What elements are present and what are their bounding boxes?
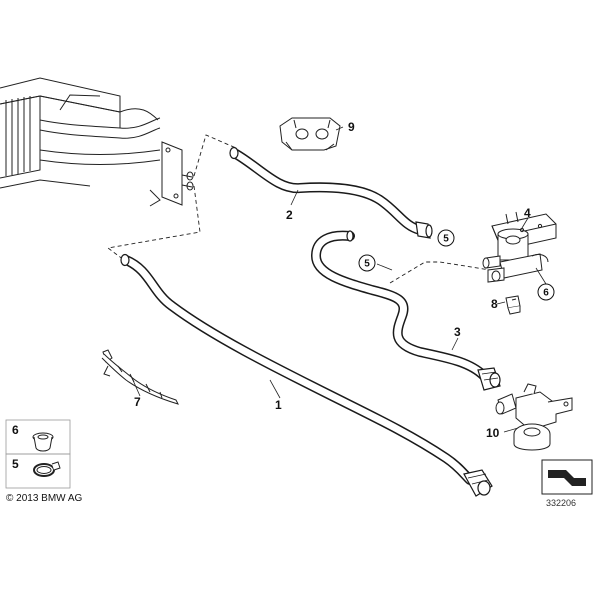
leader-5b <box>376 263 393 271</box>
callout-8: 8 <box>491 297 498 311</box>
direction-arrow-icon <box>541 459 593 495</box>
legend-box-5 <box>5 453 71 489</box>
callout-6: 6 <box>543 288 549 299</box>
legend-label-6: 6 <box>12 423 19 437</box>
bracket-part-9 <box>279 117 341 151</box>
document-number: 332206 <box>546 498 577 508</box>
callout-3: 3 <box>454 325 461 339</box>
callout-10: 10 <box>486 426 500 440</box>
callout-6-circle <box>537 283 555 301</box>
heater-core <box>0 77 194 207</box>
cable-tie-part-7 <box>101 349 179 405</box>
leader-2 <box>290 189 299 206</box>
hose-part-1 <box>120 253 493 497</box>
callout-5b: 5 <box>364 259 370 270</box>
legend-label-5: 5 <box>12 457 19 471</box>
guide-line-hose-2 <box>193 134 237 177</box>
guide-line-hose-1 <box>106 185 201 261</box>
callout-5b-circle <box>358 254 376 272</box>
callout-2: 2 <box>286 208 293 222</box>
callout-5a: 5 <box>443 234 449 245</box>
copyright-text: © 2013 BMW AG <box>6 493 83 504</box>
callout-5a-circle <box>437 229 455 247</box>
clip-part-8 <box>505 295 521 315</box>
leader-1 <box>269 379 281 399</box>
callout-4: 4 <box>524 206 531 220</box>
legend-bushing-icon <box>32 432 54 452</box>
hose-part-2 <box>229 146 433 239</box>
water-pump-part-10 <box>495 383 573 451</box>
leader-8 <box>496 301 506 305</box>
leader-7 <box>131 377 141 397</box>
leader-6 <box>535 267 547 285</box>
hose-part-3 <box>311 230 501 391</box>
callout-9: 9 <box>348 120 355 134</box>
leader-10 <box>503 427 519 433</box>
legend-clamp-icon <box>33 461 61 477</box>
leader-3 <box>451 337 459 351</box>
water-valve-part-4 <box>482 211 557 283</box>
callout-7: 7 <box>134 395 141 409</box>
leader-9 <box>335 126 344 131</box>
callout-1: 1 <box>275 398 282 412</box>
leader-4 <box>521 217 529 229</box>
